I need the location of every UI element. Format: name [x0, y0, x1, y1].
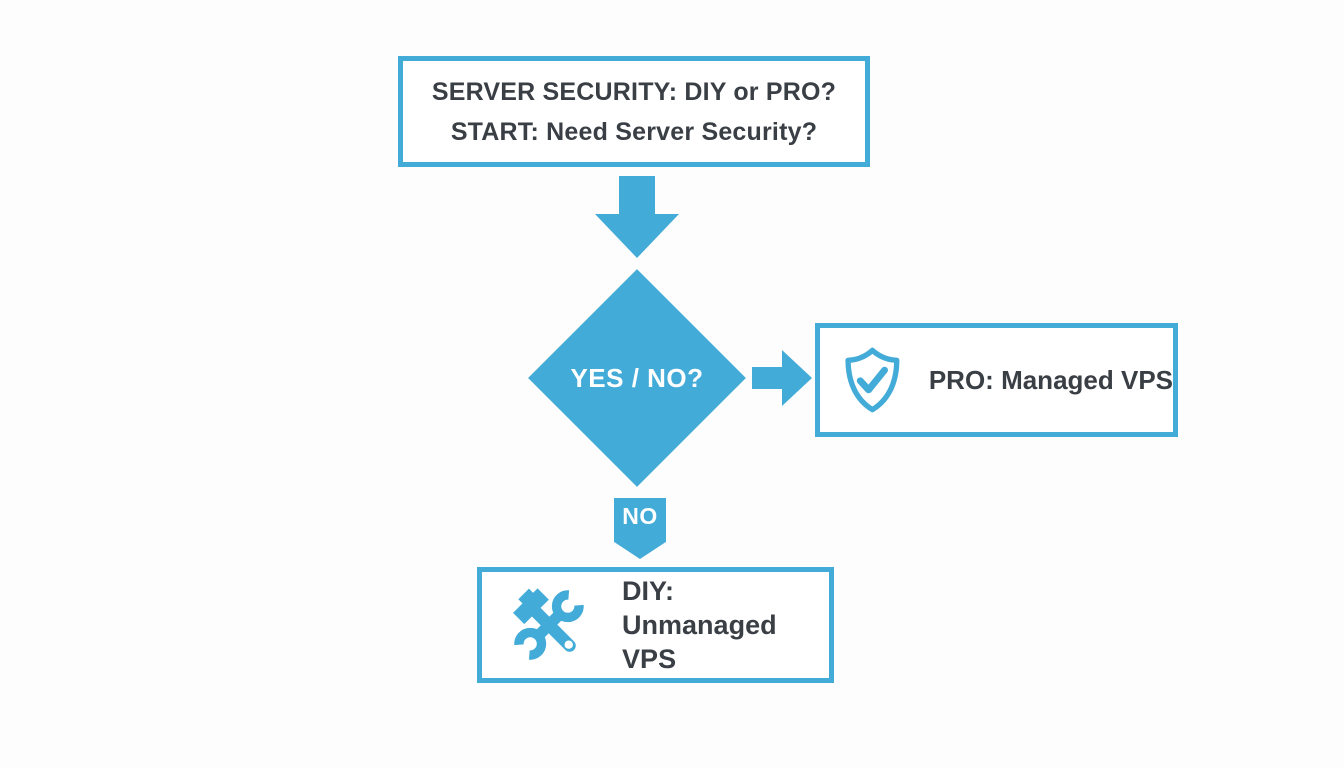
- start-node-question: START: Need Server Security?: [450, 117, 818, 146]
- diy-node-subtitle: Unmanaged VPS: [622, 610, 777, 674]
- start-node: SERVER SECURITY: DIY or PRO? START: Need…: [398, 56, 870, 167]
- decision-node: YES / NO?: [528, 269, 746, 487]
- diy-node-title: DIY:: [622, 576, 675, 606]
- shield-check-icon: [845, 347, 900, 413]
- start-node-title: SERVER SECURITY: DIY or PRO?: [431, 77, 837, 106]
- decision-label: YES / NO?: [570, 362, 704, 393]
- hammer-wrench-icon: [513, 588, 584, 660]
- arrow-right-icon: [752, 350, 812, 406]
- no-branch-tag: NO: [614, 498, 666, 559]
- diy-node: DIY: Unmanaged VPS: [477, 567, 834, 683]
- arrow-down-icon: [595, 176, 679, 258]
- pro-node: PRO: Managed VPS: [815, 323, 1178, 437]
- no-branch-label: NO: [622, 503, 658, 529]
- pro-node-label: PRO: Managed VPS: [928, 364, 1173, 395]
